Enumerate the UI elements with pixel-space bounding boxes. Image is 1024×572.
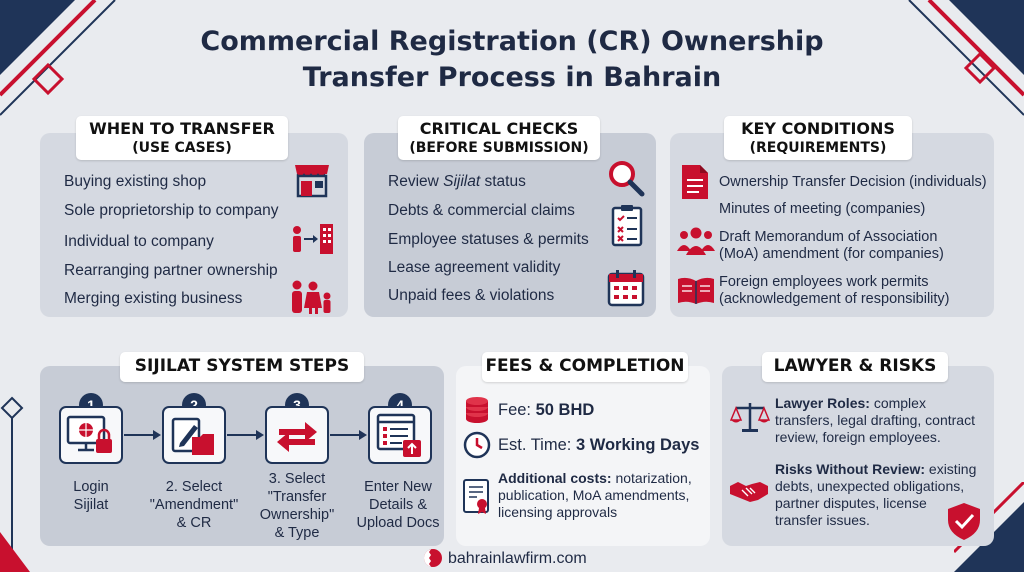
corner-decoration-top-right bbox=[908, 0, 1024, 116]
use-case-item: Merging existing business bbox=[64, 290, 243, 307]
scales-icon bbox=[730, 403, 770, 432]
check-item: Employee statuses & permits bbox=[388, 231, 589, 248]
additional-costs: Additional costs: notarization, publicat… bbox=[498, 470, 692, 520]
critical-checks-heading-line2: (BEFORE SUBMISSION) bbox=[409, 140, 589, 156]
page-title: Commercial Registration (CR) Ownership T… bbox=[160, 24, 864, 96]
fees-panel bbox=[456, 366, 710, 546]
fee-value: 50 BHD bbox=[535, 401, 595, 419]
step-2-label: 2. Select "Amendment" & CR bbox=[149, 479, 239, 531]
condition-item: Minutes of meeting (companies) bbox=[719, 201, 926, 217]
use-case-item: Sole proprietorship to company bbox=[64, 202, 279, 219]
sijilat-steps-heading: SIJILAT SYSTEM STEPS bbox=[120, 352, 364, 382]
use-cases-heading-line2: (USE CASES) bbox=[132, 140, 232, 156]
critical-checks-panel bbox=[364, 133, 656, 317]
condition-item: Ownership Transfer Decision (individuals… bbox=[719, 174, 987, 190]
step-arrow-3-icon bbox=[330, 430, 367, 440]
fees-heading: FEES & COMPLETION bbox=[482, 352, 688, 382]
bahrain-flag-logo-icon bbox=[423, 549, 442, 567]
check-item: Lease agreement validity bbox=[388, 259, 561, 276]
page-title-line1: Commercial Registration (CR) Ownership bbox=[200, 26, 824, 57]
document-icon bbox=[682, 165, 708, 199]
check-item: Unpaid fees & violations bbox=[388, 287, 555, 304]
lawyer-roles: Lawyer Roles: complex transfers, legal d… bbox=[775, 395, 975, 445]
step-1-label: Login Sijilat bbox=[73, 479, 109, 513]
use-case-item: Buying existing shop bbox=[64, 173, 207, 190]
lawyer-risks-heading: LAWYER & RISKS bbox=[762, 352, 948, 382]
step-arrow-2-icon bbox=[227, 430, 264, 440]
check-item: Debts & commercial claims bbox=[388, 202, 575, 219]
checklist-icon bbox=[611, 205, 643, 247]
transfer-arrows-icon bbox=[277, 422, 317, 452]
key-conditions-panel bbox=[670, 133, 994, 317]
critical-checks-heading: CRITICAL CHECKS (BEFORE SUBMISSION) bbox=[398, 116, 600, 160]
calendar-icon bbox=[607, 270, 645, 307]
edit-folder-icon bbox=[171, 417, 214, 455]
step-3-label: 3. Select "Transfer Ownership" & Type bbox=[259, 471, 335, 541]
time-line: Est. Time: 3 Working Days bbox=[498, 436, 700, 454]
coins-icon bbox=[466, 397, 488, 423]
login-lock-icon bbox=[66, 415, 112, 453]
use-case-item: Rearranging partner ownership bbox=[64, 262, 278, 279]
step-4-label: Enter New Details & Upload Docs bbox=[356, 479, 440, 531]
use-cases-heading-line1: WHEN TO TRANSFER bbox=[89, 119, 275, 138]
clock-icon bbox=[463, 431, 491, 459]
step-arrow-1-icon bbox=[124, 430, 161, 440]
key-conditions-heading: KEY CONDITIONS (REQUIREMENTS) bbox=[724, 116, 912, 160]
critical-checks-heading-line1: CRITICAL CHECKS bbox=[419, 119, 579, 138]
shield-check-icon bbox=[948, 503, 980, 540]
upload-form-icon bbox=[376, 413, 421, 457]
corner-decoration-top-left bbox=[0, 0, 116, 116]
handshake-icon bbox=[730, 482, 768, 502]
risks-without-review: Risks Without Review: existing debts, un… bbox=[775, 461, 977, 528]
time-value: 3 Working Days bbox=[575, 436, 700, 454]
check-item: Review Sijilat status bbox=[388, 173, 526, 190]
sijilat-emphasis: Sijilat bbox=[443, 173, 481, 190]
certificate-icon bbox=[463, 479, 489, 514]
group-icon bbox=[677, 227, 715, 255]
corner-decoration-bottom-left bbox=[0, 396, 30, 572]
condition-item: Foreign employees work permits (acknowle… bbox=[719, 274, 950, 307]
shop-icon bbox=[295, 165, 329, 198]
magnifier-icon bbox=[609, 161, 645, 197]
key-conditions-heading-line1: KEY CONDITIONS bbox=[741, 119, 895, 138]
key-conditions-heading-line2: (REQUIREMENTS) bbox=[749, 140, 887, 156]
footer-website: bahrainlawfirm.com bbox=[448, 550, 587, 567]
page-title-line2: Transfer Process in Bahrain bbox=[302, 62, 722, 93]
use-cases-heading: WHEN TO TRANSFER (USE CASES) bbox=[76, 116, 288, 160]
condition-item: Draft Memorandum of Association (MoA) am… bbox=[719, 229, 944, 262]
family-icon bbox=[292, 280, 331, 314]
person-to-building-icon bbox=[293, 224, 333, 254]
use-case-item: Individual to company bbox=[64, 233, 214, 250]
fee-line: Fee: 50 BHD bbox=[498, 401, 595, 419]
book-icon bbox=[678, 277, 714, 304]
